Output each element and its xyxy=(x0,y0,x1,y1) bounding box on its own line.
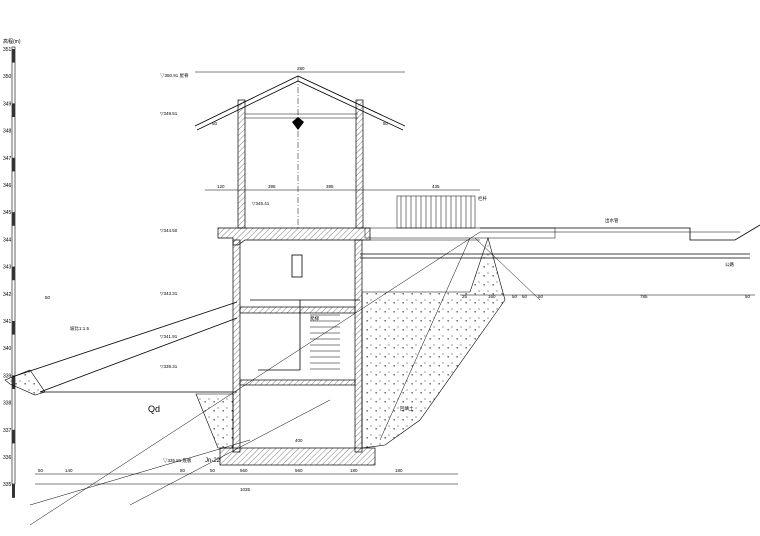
upper-left-wall xyxy=(237,99,246,229)
label-stair: 爬梯 xyxy=(310,315,319,322)
scale-tick-label: 339 xyxy=(3,373,12,379)
dim-bottom-total: 1035 xyxy=(240,487,251,492)
label-left-note: Qd xyxy=(148,404,160,414)
scale-segment xyxy=(12,49,15,63)
scale-tick-label: 344 xyxy=(3,237,12,243)
scale-tick-label: 343 xyxy=(3,265,12,271)
scale-segment xyxy=(12,484,15,498)
scale-tick-label: 346 xyxy=(3,183,12,189)
dim-bottom: 50 xyxy=(38,468,44,473)
lower-right-wall xyxy=(354,239,363,453)
label-fill: 回填土 xyxy=(400,405,414,412)
dim-right: 50 xyxy=(538,294,544,299)
scale-tick-label: 345 xyxy=(3,210,12,216)
scale-tick-label: 347 xyxy=(3,156,12,162)
label-pipe: 出水管 xyxy=(605,217,619,224)
dim-bottom: 180 xyxy=(395,468,403,473)
road xyxy=(480,224,760,241)
lower-left-wall xyxy=(232,239,241,453)
scale-segment xyxy=(12,103,15,117)
terrain-left xyxy=(4,231,481,526)
scale-segment xyxy=(12,212,15,226)
dim-right: 25 xyxy=(462,294,468,299)
roof xyxy=(194,71,406,230)
label-deck-level: ▽344.50 xyxy=(160,228,178,233)
railing xyxy=(396,195,476,229)
dim-eave-left: 50 xyxy=(212,121,218,126)
scale-tick-label: 335 xyxy=(3,482,12,488)
scale-segment xyxy=(12,429,15,444)
pump-motor xyxy=(291,254,303,278)
crane-hook-icon xyxy=(292,117,304,130)
scale-tick-label: 350 xyxy=(3,74,12,80)
dim-lower-inner: 400 xyxy=(295,438,303,443)
mid-floor xyxy=(239,306,356,314)
base-slab xyxy=(219,447,376,466)
scale-tick-label: 348 xyxy=(3,129,12,135)
label-mid-floor: ▽341.91 xyxy=(160,334,178,339)
dim-eave-right: 50 xyxy=(383,121,389,126)
scale-tick-label: 338 xyxy=(3,401,12,407)
scale-tick-label: 337 xyxy=(3,428,12,434)
dim-right: 50 xyxy=(745,294,751,299)
scale-tick-label: 341 xyxy=(3,319,12,325)
dim-right: 50 xyxy=(522,294,528,299)
scale-tick-label: 340 xyxy=(3,346,12,352)
dim-upper-mid-left: 395 xyxy=(268,184,276,189)
scale-segment xyxy=(12,266,15,281)
dim-deck-span: 435 xyxy=(432,184,440,189)
label-low-floor: ▽339.31 xyxy=(160,364,178,369)
scale-tick-label: 351 xyxy=(3,47,12,53)
dim-upper-mid-right: 395 xyxy=(326,184,334,189)
dim-base-inner: 560 xyxy=(295,468,303,473)
dim-bottom: 560 xyxy=(240,468,248,473)
label-pump-level: ▽343.31 xyxy=(160,291,178,296)
label-road: 公路 xyxy=(725,261,734,268)
stair xyxy=(310,314,340,370)
scale-segment xyxy=(12,157,15,172)
dim-bottom: 50 xyxy=(210,468,216,473)
dim-right: 785 xyxy=(640,294,648,299)
dim-right: 160 xyxy=(488,294,496,299)
upper-right-wall xyxy=(355,99,364,229)
dim-bottom: 180 xyxy=(350,468,358,473)
label-room-floor: ▽345.41 xyxy=(252,201,270,206)
label-base-level: ▽335.81 底板 xyxy=(163,457,192,464)
label-rail: 栏杆 xyxy=(478,195,487,202)
scale-tick-label: 349 xyxy=(3,101,12,107)
scale-tick-label: 336 xyxy=(3,455,12,461)
scale-unit: 高程(m) xyxy=(3,38,21,45)
label-roof-top: ▽350.91 屋脊 xyxy=(160,72,189,79)
dim-left-small: 50 xyxy=(45,295,51,300)
label-roof-eave: ▽349.51 xyxy=(160,111,178,116)
dim-right: 50 xyxy=(512,294,518,299)
backfill-right xyxy=(361,236,506,449)
elevation-scale: 高程(m) 351 350 349 348 347 346 345 344 343 342 341 3… xyxy=(3,38,21,498)
dim-roof-span: 280 xyxy=(297,66,305,71)
scale-tick-label: 342 xyxy=(3,292,12,298)
label-bottom-note: Jn-22 xyxy=(205,458,221,464)
dim-bottom: 140 xyxy=(65,468,73,473)
dim-upper-left: 120 xyxy=(217,184,225,189)
label-slope: 坡比1:1.5 xyxy=(70,325,90,332)
operating-floor-slab xyxy=(217,227,371,246)
dim-bottom: 80 xyxy=(180,468,186,473)
scale-segment xyxy=(12,321,15,335)
low-floor xyxy=(239,379,356,386)
